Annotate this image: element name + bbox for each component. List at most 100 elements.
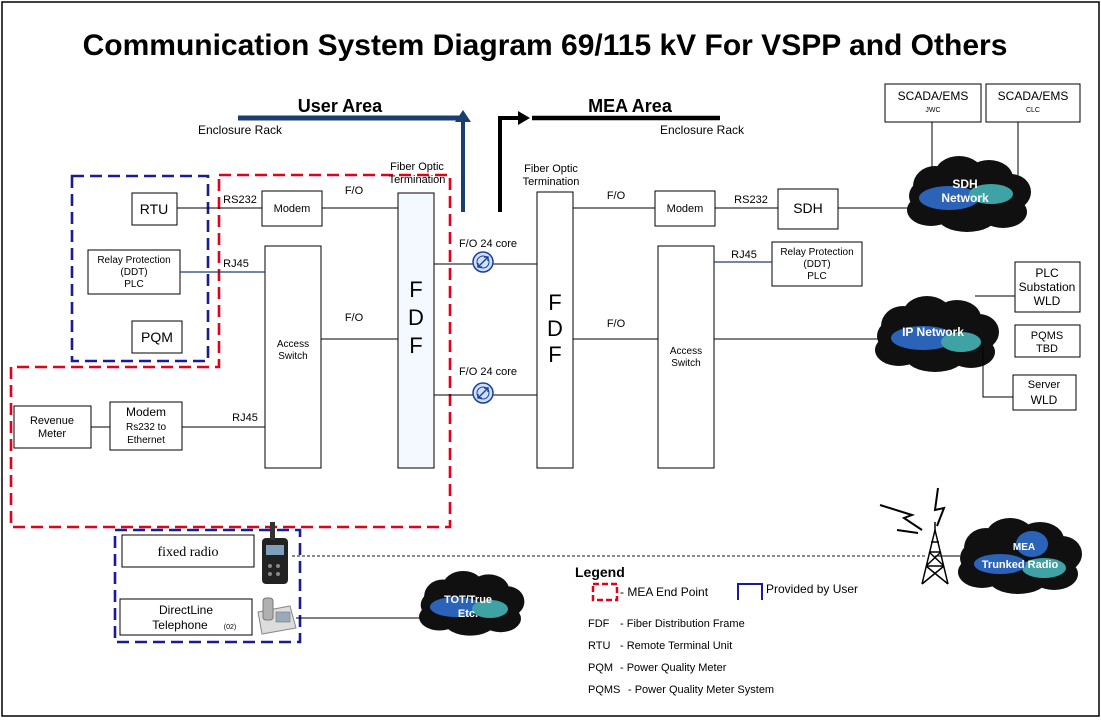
user-fo-modem-label: F/O [345,185,364,197]
legend-abbr-fdf: FDF [588,618,610,630]
pqm-label: PQM [141,329,173,345]
user-fot-line1: Fiber Optic [390,161,444,173]
sdh-box [777,188,839,230]
scada-jwc-box [884,83,982,123]
user-relay-line3: PLC [124,279,143,290]
user-relay-box [87,249,181,295]
lightning-icon [879,487,946,534]
tot-line2: Etc. [458,608,478,620]
mea-area-arrow [498,116,522,212]
direct-line2: Telephone [152,618,208,632]
user-access-switch-line2: Switch [278,351,307,362]
user-enclosure-label: Enclosure Rack [198,123,283,137]
direct-line1: DirectLine [159,603,213,617]
modem2-line1: Modem [126,405,166,419]
mea-end-point-region [9,173,452,529]
rtu-box [131,192,178,226]
top-core-label: F/O 24 core [459,238,517,250]
user-fot-line2: Termination [389,174,446,186]
mea-cloud-line2: Trunked Radio [982,559,1059,571]
user-area-bar [238,115,461,121]
mea-cloud-line1: MEA [1013,542,1035,553]
pqms-box [1014,324,1081,358]
legend-desc-rtu: - Remote Terminal Unit [620,640,732,652]
mea-enclosure-label: Enclosure Rack [660,123,745,137]
mea-fot-line2: Termination [523,176,580,188]
tot-line1: TOT/True [444,594,492,606]
desk-telephone-icon [257,597,297,635]
radio-user-region [113,528,302,644]
legend-mea-end-point: - MEA End Point [620,585,709,599]
bottom-core-label: F/O 24 core [459,366,517,378]
direct-line-box [119,598,253,636]
legend-red-swatch [591,582,619,602]
mea-area-label: MEA Area [588,96,673,116]
legend-title: Legend [575,564,625,580]
plc-line1: PLC [1035,266,1059,280]
legend-abbr-pqm: PQM [588,662,613,674]
user-provided-region [70,174,210,363]
modem2-line2: Rs232 to [126,422,166,433]
mea-rs232-label: RS232 [734,194,768,206]
plc-substation-box [1014,261,1081,313]
server-line2: WLD [1031,393,1058,407]
legend-blue-swatch [737,583,763,600]
mea-rj45-label: RJ45 [731,249,757,261]
sdh-cloud-line2: Network [941,191,989,205]
mea-fdf-f1: F [548,290,561,315]
scada-jwc-sub: JWC [925,107,940,114]
user-rj45-revenue-label: RJ45 [232,412,258,424]
page-title: Communication System Diagram 69/115 kV F… [83,29,1008,62]
revenue-line2: Meter [38,428,66,440]
sdh-network-cloud: SDH Network [907,156,1031,232]
mea-relay-line2: (DDT) [803,259,830,270]
mea-fdf-box [536,191,574,469]
rtu-label: RTU [140,201,169,217]
mea-access-switch-line2: Switch [671,358,700,369]
radio-tower-icon [921,522,949,585]
revenue-line1: Revenue [30,415,74,427]
scada-clc-label: SCADA/EMS [998,89,1069,103]
user-relay-line1: Relay Protection [97,255,170,266]
modem2-line3: Ethernet [127,435,165,446]
mea-arrow-head [518,111,530,125]
mea-modem-label: Modem [667,203,704,215]
ip-cloud-label: IP Network [902,325,964,339]
pqm-box [131,320,183,354]
user-arrow-head [455,110,471,122]
pqms-line1: PQMS [1031,330,1063,342]
ip-network-cloud: IP Network [875,296,999,372]
user-access-switch-box [264,245,322,469]
legend-abbr-rtu: RTU [588,640,610,652]
user-access-switch-line1: Access [277,339,309,350]
legend-desc-pqm: - Power Quality Meter [620,662,727,674]
user-rs232-label: RS232 [223,194,257,206]
legend-abbr-pqms: PQMS [588,684,620,696]
user-area-label: User Area [298,96,383,116]
sdh-cloud-line1: SDH [952,177,977,191]
mea-fo-modem-label: F/O [607,190,626,202]
user-rj45-relay-label: RJ45 [223,258,249,270]
user-fdf-f2: F [409,333,422,358]
revenue-meter-box [13,405,92,449]
modem-rs232-box [109,401,183,451]
fixed-radio-box [121,534,255,568]
legend-desc-pqms: - Power Quality Meter System [628,684,774,696]
direct-sub: (02) [224,624,236,631]
mea-trunked-radio-cloud: MEA Trunked Radio [958,518,1082,594]
mea-fdf-f2: F [548,342,561,367]
fiber-coupler-icon [472,382,494,404]
pqms-line2: TBD [1036,343,1058,355]
fiber-coupler-icon [472,251,494,273]
mea-access-switch-line1: Access [670,346,702,357]
legend-desc-fdf: - Fiber Distribution Frame [620,618,745,630]
plc-line2: Substation [1019,280,1076,294]
ip-server-line [982,346,1013,398]
legend-list: FDF - Fiber Distribution Frame RTU - Rem… [588,618,774,696]
fixed-radio-label: fixed radio [157,545,218,560]
user-fdf-box [397,192,435,469]
mea-relay-box [771,241,863,287]
